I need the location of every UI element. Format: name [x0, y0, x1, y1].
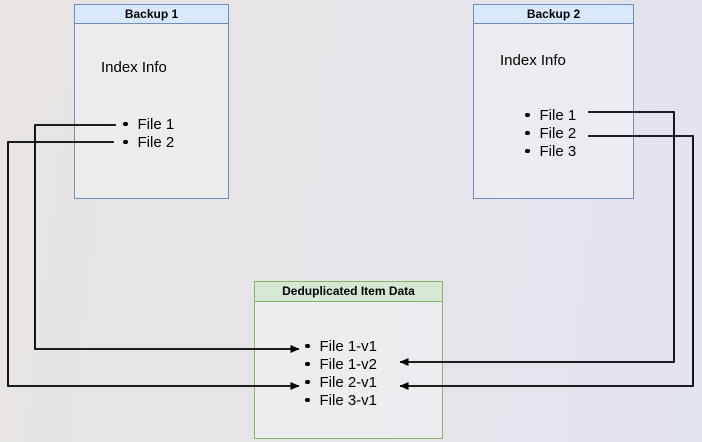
backup1-header: Backup 1: [75, 5, 228, 24]
backup2-file-list: File 1 File 2 File 3: [525, 107, 577, 161]
dedup-header: Deduplicated Item Data: [255, 282, 442, 302]
backup2-header: Backup 2: [474, 5, 633, 24]
list-item: File 3: [525, 143, 577, 161]
list-item: File 2-v1: [305, 374, 378, 392]
list-item: File 1-v1: [305, 338, 378, 356]
dedup-item-list: File 1-v1 File 1-v2 File 2-v1 File 3-v1: [305, 338, 378, 410]
list-item: File 2: [525, 125, 577, 143]
backup2-box: Backup 2 Index Info File 1 File 2 File 3: [473, 4, 634, 199]
dedup-box: Deduplicated Item Data File 1-v1 File 1-…: [254, 281, 443, 439]
list-item: File 1: [525, 107, 577, 125]
backup1-subtitle: Index Info: [101, 59, 167, 76]
backup1-file-list: File 1 File 2: [123, 116, 175, 152]
list-item: File 1-v2: [305, 356, 378, 374]
backup2-subtitle: Index Info: [500, 52, 566, 69]
list-item: File 2: [123, 134, 175, 152]
backup1-box: Backup 1 Index Info File 1 File 2: [74, 4, 229, 199]
list-item: File 1: [123, 116, 175, 134]
list-item: File 3-v1: [305, 392, 378, 410]
